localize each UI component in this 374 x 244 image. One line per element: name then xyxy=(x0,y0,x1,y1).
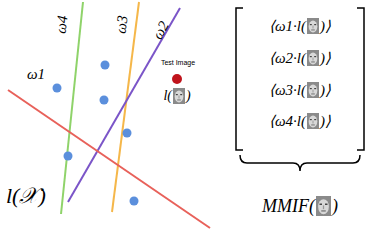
math-label: )⟩ xyxy=(320,49,331,67)
math-label: ω4 xyxy=(53,14,72,34)
math-label: ⟨ω2·l( xyxy=(269,49,306,67)
matrix-bracket xyxy=(236,8,243,150)
math-label: l(𝒳) xyxy=(6,183,46,209)
data-points xyxy=(53,61,139,206)
math-label: ) xyxy=(186,88,191,104)
label-group: ω1 xyxy=(27,66,45,83)
math-label: MMIF( xyxy=(262,196,315,217)
face-icon xyxy=(173,88,185,104)
matrix-bracket xyxy=(357,8,364,150)
label-group: ω2 xyxy=(149,18,173,42)
face-icon xyxy=(316,196,331,216)
label-group: ⟨ω2·l( )⟩ xyxy=(269,49,331,67)
label-group: ⟨ω3·l( )⟩ xyxy=(269,81,331,99)
face-icon xyxy=(307,113,319,129)
face-icon xyxy=(307,18,319,34)
math-label: l( xyxy=(163,88,172,104)
separator-line xyxy=(112,2,139,212)
math-label: ⟨ω1·l( xyxy=(269,17,306,35)
caption-text: Test Image xyxy=(161,59,195,66)
separator-line xyxy=(68,8,180,202)
math-label: ⟨ω4·l( xyxy=(269,112,306,130)
label-group: l( ) xyxy=(163,88,190,104)
label-group: ⟨ω1·l( )⟩ xyxy=(269,17,331,35)
face-icon xyxy=(307,82,319,98)
math-label: ) xyxy=(332,196,338,217)
label-group: ⟨ω4·l( )⟩ xyxy=(269,112,331,130)
underbrace xyxy=(240,155,360,171)
math-label: ⟨ω3·l( xyxy=(269,81,306,99)
math-label: ω2 xyxy=(149,18,173,42)
label-group: ω4 xyxy=(53,14,72,34)
math-label: )⟩ xyxy=(320,17,331,35)
label-group: Test Image xyxy=(161,59,195,66)
math-label: )⟩ xyxy=(320,112,331,130)
math-label: ω1 xyxy=(27,66,45,83)
label-group: l(𝒳) xyxy=(6,183,46,209)
math-label: )⟩ xyxy=(320,81,331,99)
face-icon xyxy=(307,50,319,66)
label-group: MMIF( ) xyxy=(262,196,338,217)
math-label: ω3 xyxy=(113,14,132,34)
label-group: ω3 xyxy=(113,14,132,34)
test-point xyxy=(172,74,182,84)
